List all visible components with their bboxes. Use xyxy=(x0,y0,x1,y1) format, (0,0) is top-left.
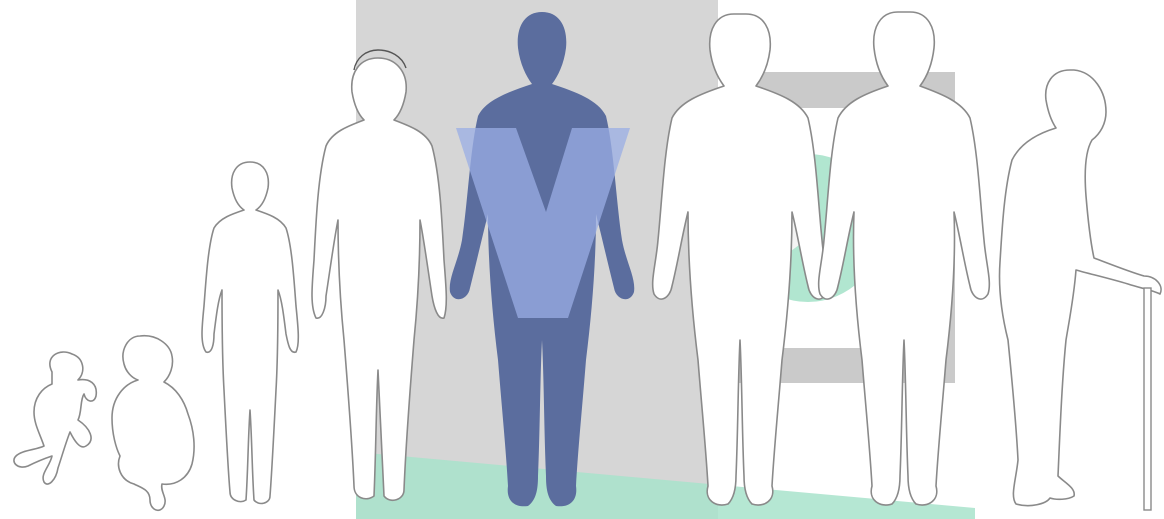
figure-newborn xyxy=(14,352,96,484)
figure-toddler xyxy=(112,336,194,511)
figure-elderly xyxy=(999,70,1161,510)
cane-icon xyxy=(1144,288,1151,510)
figure-child xyxy=(202,162,298,503)
